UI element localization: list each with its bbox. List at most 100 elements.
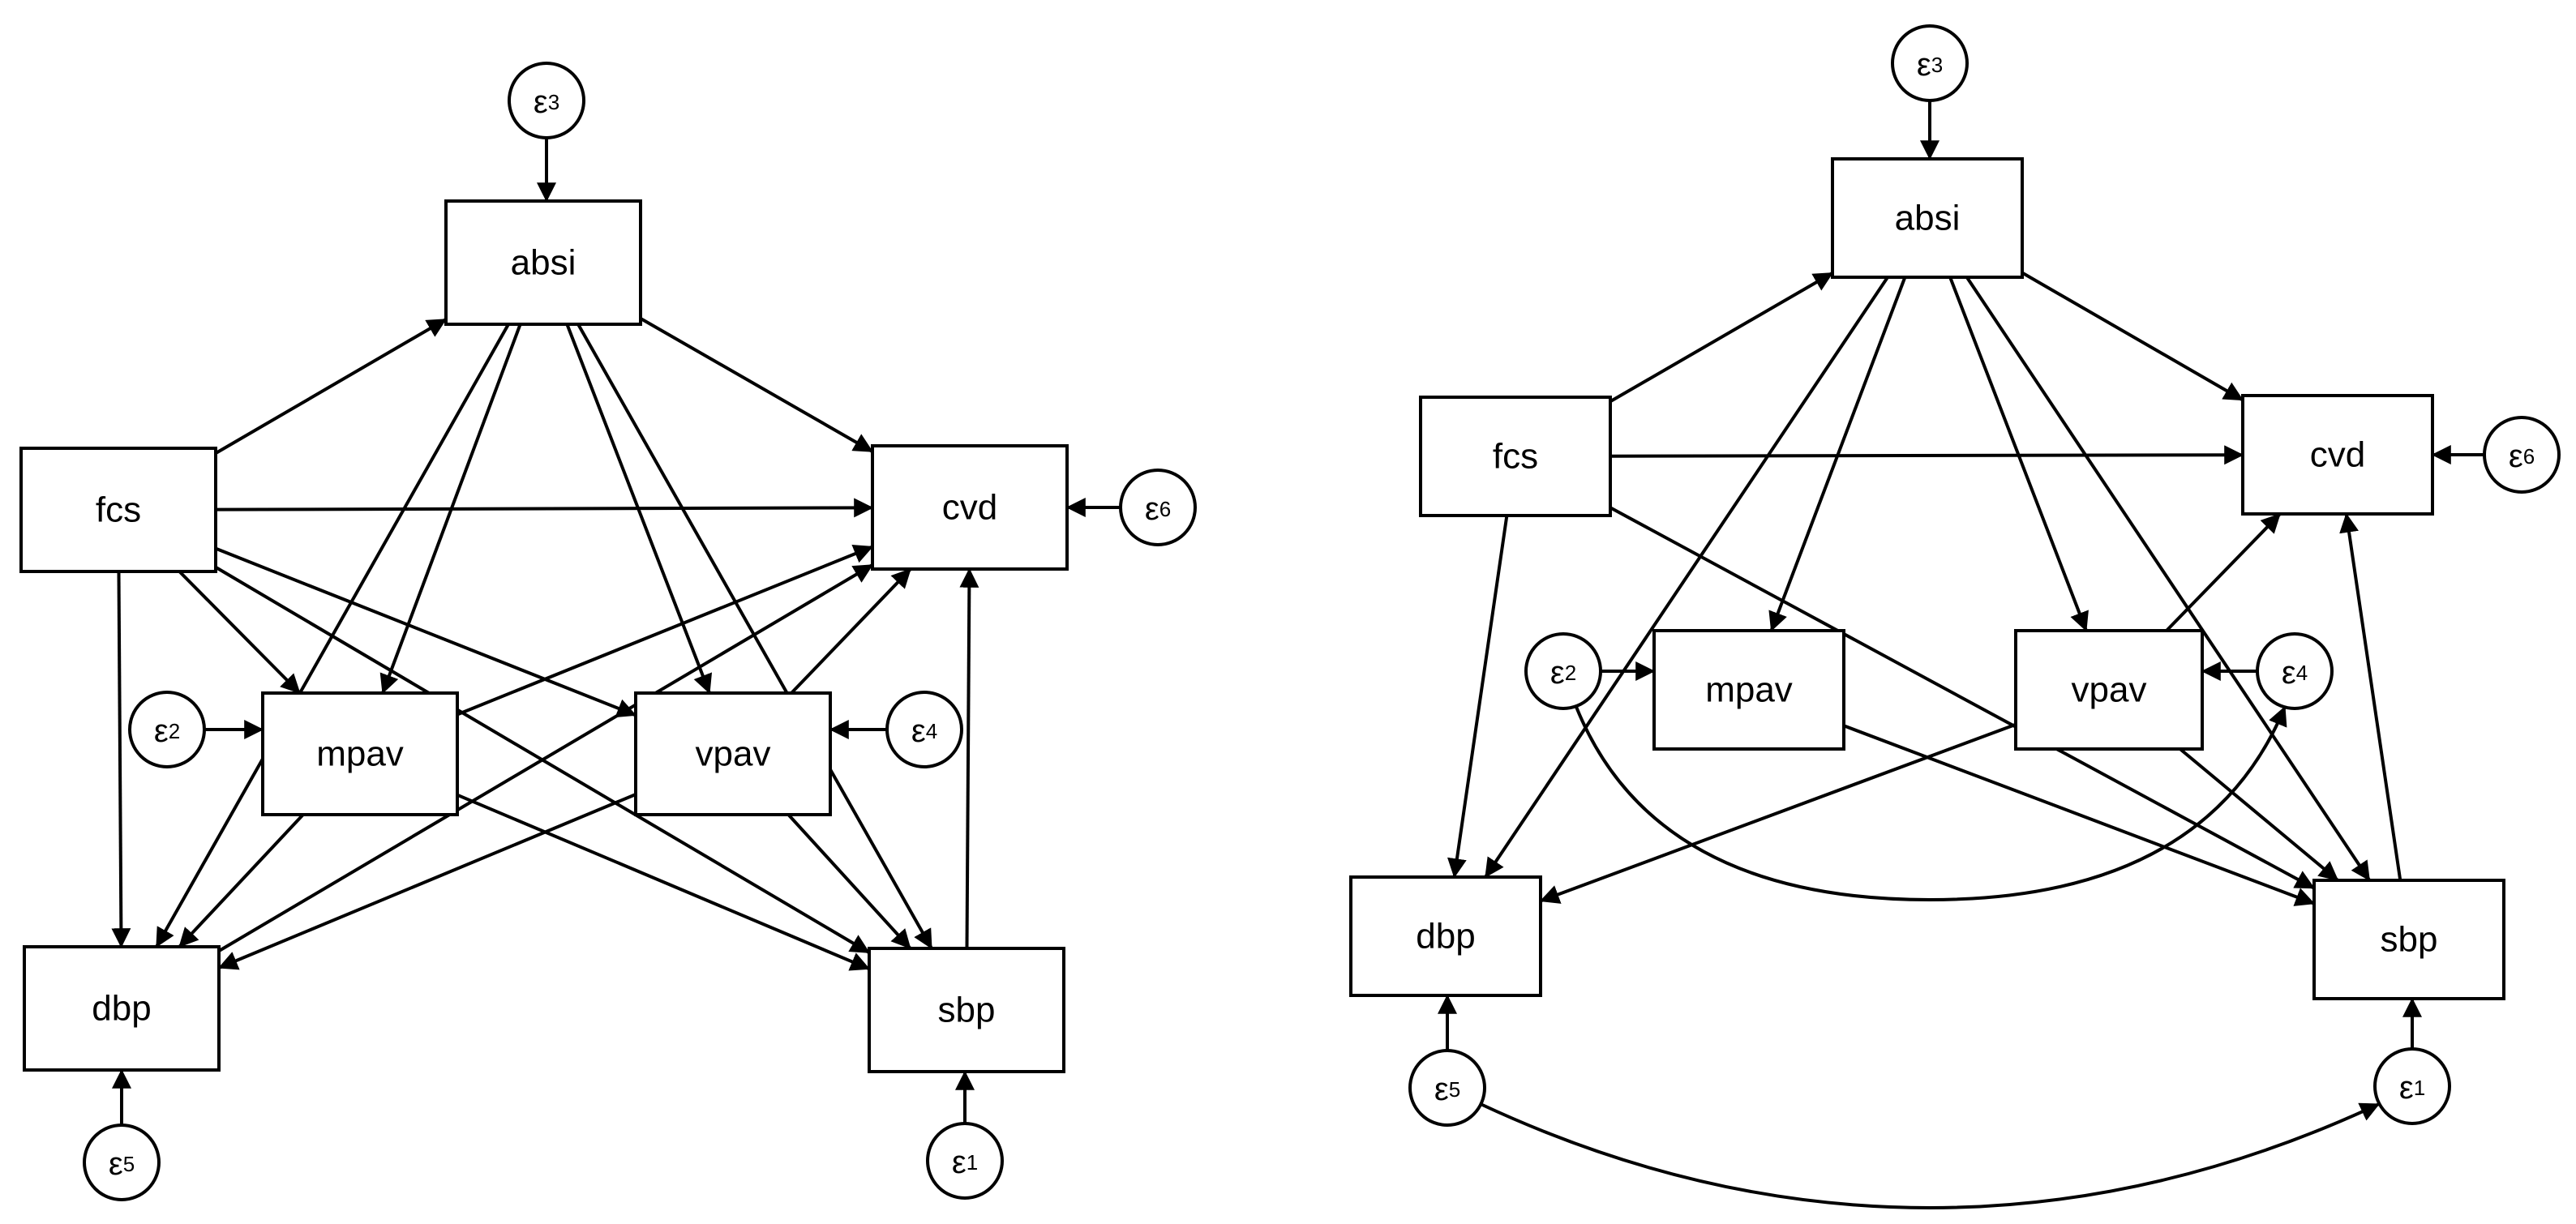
left-error-e5-symbol: ε (109, 1146, 123, 1182)
right-edge-fcs-to-cvd (1609, 445, 2244, 465)
left-error-e2-index: 2 (169, 719, 180, 743)
left-error-e3-index: 3 (548, 90, 559, 114)
right-error-e3: ε3 (1891, 24, 1969, 102)
right-node-vpav: vpav (2014, 629, 2204, 751)
left-node-mpav-label: mpav (316, 734, 404, 774)
left-edge-vpav-to-dbp (217, 793, 636, 970)
right-node-dbp: dbp (1349, 875, 1542, 997)
left-edge-fcs-to-absi (214, 318, 448, 455)
right-edge-vpav-to-sbp (2179, 747, 2339, 882)
left-error-e4-symbol: ε (911, 713, 926, 749)
svg-text:ε6: ε6 (1145, 491, 1171, 527)
left-edge-mpav-to-cvd (456, 544, 874, 717)
right-edge-sbp-to-cvd (2339, 512, 2402, 881)
left-error-e6-index: 6 (1159, 497, 1171, 521)
svg-text:ε5: ε5 (1434, 1072, 1460, 1107)
right-error-e4-symbol: ε (2282, 655, 2296, 691)
left-edge-fcs-to-dbp (111, 571, 131, 948)
left-edge-sbp-to-cvd (959, 567, 979, 949)
left-error-e3-symbol: ε (534, 84, 548, 120)
right-edge-absi-to-sbp (1965, 276, 2371, 882)
left-edge-absi-to-cvd (640, 317, 874, 453)
svg-text:ε2: ε2 (1550, 655, 1576, 691)
left-error-e1: ε1 (926, 1122, 1004, 1200)
right-node-sbp-label: sbp (2381, 920, 2438, 960)
svg-text:ε4: ε4 (911, 713, 937, 749)
right-node-sbp: sbp (2312, 879, 2505, 1000)
svg-text:ε6: ε6 (2509, 439, 2535, 474)
right-edge-absi-to-cvd (2021, 271, 2244, 402)
left-edge-absi-to-vpav (565, 323, 713, 695)
right-error-e5-index: 5 (1449, 1077, 1460, 1102)
left-edge-fcs-to-vpav (215, 546, 637, 718)
left-node-fcs-label: fcs (96, 490, 141, 530)
left-node-dbp: dbp (23, 945, 221, 1072)
left-node-sbp-label: sbp (938, 991, 996, 1030)
left-error-e4: ε4 (885, 691, 963, 768)
left-diagram: absi fcs cvd mpav vpav dbp sbp ε3 (19, 62, 1197, 1201)
left-node-absi-label: absi (511, 243, 576, 283)
left-node-vpav-label: vpav (696, 734, 771, 774)
left-error-e1-symbol: ε (952, 1145, 967, 1180)
left-node-cvd: cvd (871, 444, 1069, 571)
left-edge-absi-to-dbp (155, 323, 510, 948)
right-node-fcs-label: fcs (1493, 437, 1538, 477)
left-error-e5-index: 5 (123, 1152, 135, 1176)
left-node-dbp-label: dbp (92, 989, 151, 1029)
left-error-e5: ε5 (83, 1123, 161, 1201)
left-edge-fcs-to-mpav (178, 570, 302, 695)
left-node-absi: absi (444, 199, 642, 326)
left-error-e2-symbol: ε (154, 713, 169, 749)
left-error-e2: ε2 (128, 691, 206, 768)
right-error-e3-index: 3 (1931, 53, 1943, 77)
left-edge-dbp-to-cvd (217, 563, 874, 952)
left-edge-vpav-to-sbp (787, 813, 912, 950)
right-error-e2-symbol: ε (1550, 655, 1565, 691)
right-node-absi-label: absi (1895, 199, 1961, 238)
right-error-e4: ε4 (2256, 632, 2334, 710)
right-edge-vpav-to-cvd (2165, 512, 2282, 632)
right-node-dbp-label: dbp (1416, 917, 1475, 957)
left-error-e3: ε3 (508, 62, 585, 139)
left-node-vpav: vpav (634, 691, 832, 816)
right-edge-absi-to-vpav (1948, 276, 2089, 632)
right-node-absi: absi (1831, 157, 2024, 279)
left-error-e6-symbol: ε (1145, 491, 1159, 527)
right-error-e5-symbol: ε (1434, 1072, 1449, 1107)
left-edges (111, 138, 1121, 1125)
right-error-e6-symbol: ε (2509, 439, 2523, 474)
right-diagram: absi fcs cvd mpav vpav dbp sbp ε3 (1349, 24, 2561, 1210)
right-cov-e2-e4 (1560, 686, 2287, 902)
svg-text:ε2: ε2 (154, 713, 180, 749)
left-error-e6: ε6 (1119, 469, 1197, 546)
right-error-e6-index: 6 (2523, 444, 2535, 469)
right-error-e3-symbol: ε (1917, 47, 1931, 83)
left-edge-mpav-to-dbp (178, 813, 305, 948)
right-node-mpav: mpav (1652, 629, 1845, 751)
left-edge-absi-to-sbp (576, 323, 933, 950)
svg-text:ε1: ε1 (952, 1145, 978, 1180)
right-node-mpav-label: mpav (1705, 670, 1793, 710)
left-node-cvd-label: cvd (942, 488, 997, 528)
right-error-e2-index: 2 (1565, 661, 1576, 685)
left-error-e4-index: 4 (926, 719, 937, 743)
right-error-e1-index: 1 (2414, 1076, 2425, 1100)
right-node-cvd: cvd (2241, 394, 2434, 516)
right-node-vpav-label: vpav (2072, 670, 2147, 710)
svg-text:ε5: ε5 (109, 1146, 135, 1182)
svg-text:ε3: ε3 (534, 84, 559, 120)
right-cov-e5-e1 (1459, 1087, 2381, 1210)
right-edge-fcs-to-dbp (1447, 515, 1509, 879)
right-edge-absi-to-dbp (1484, 276, 1889, 879)
right-error-e1-symbol: ε (2399, 1070, 2414, 1106)
right-node-cvd-label: cvd (2310, 435, 2365, 475)
left-edge-absi-to-mpav (379, 323, 522, 695)
svg-text:ε1: ε1 (2399, 1070, 2425, 1106)
left-edge-fcs-to-cvd (215, 498, 874, 518)
right-node-fcs: fcs (1419, 396, 1612, 517)
right-error-e2: ε2 (1524, 632, 1602, 710)
svg-text:ε3: ε3 (1917, 47, 1943, 83)
right-edge-absi-to-mpav (1768, 276, 1907, 632)
svg-text:ε4: ε4 (2282, 655, 2308, 691)
